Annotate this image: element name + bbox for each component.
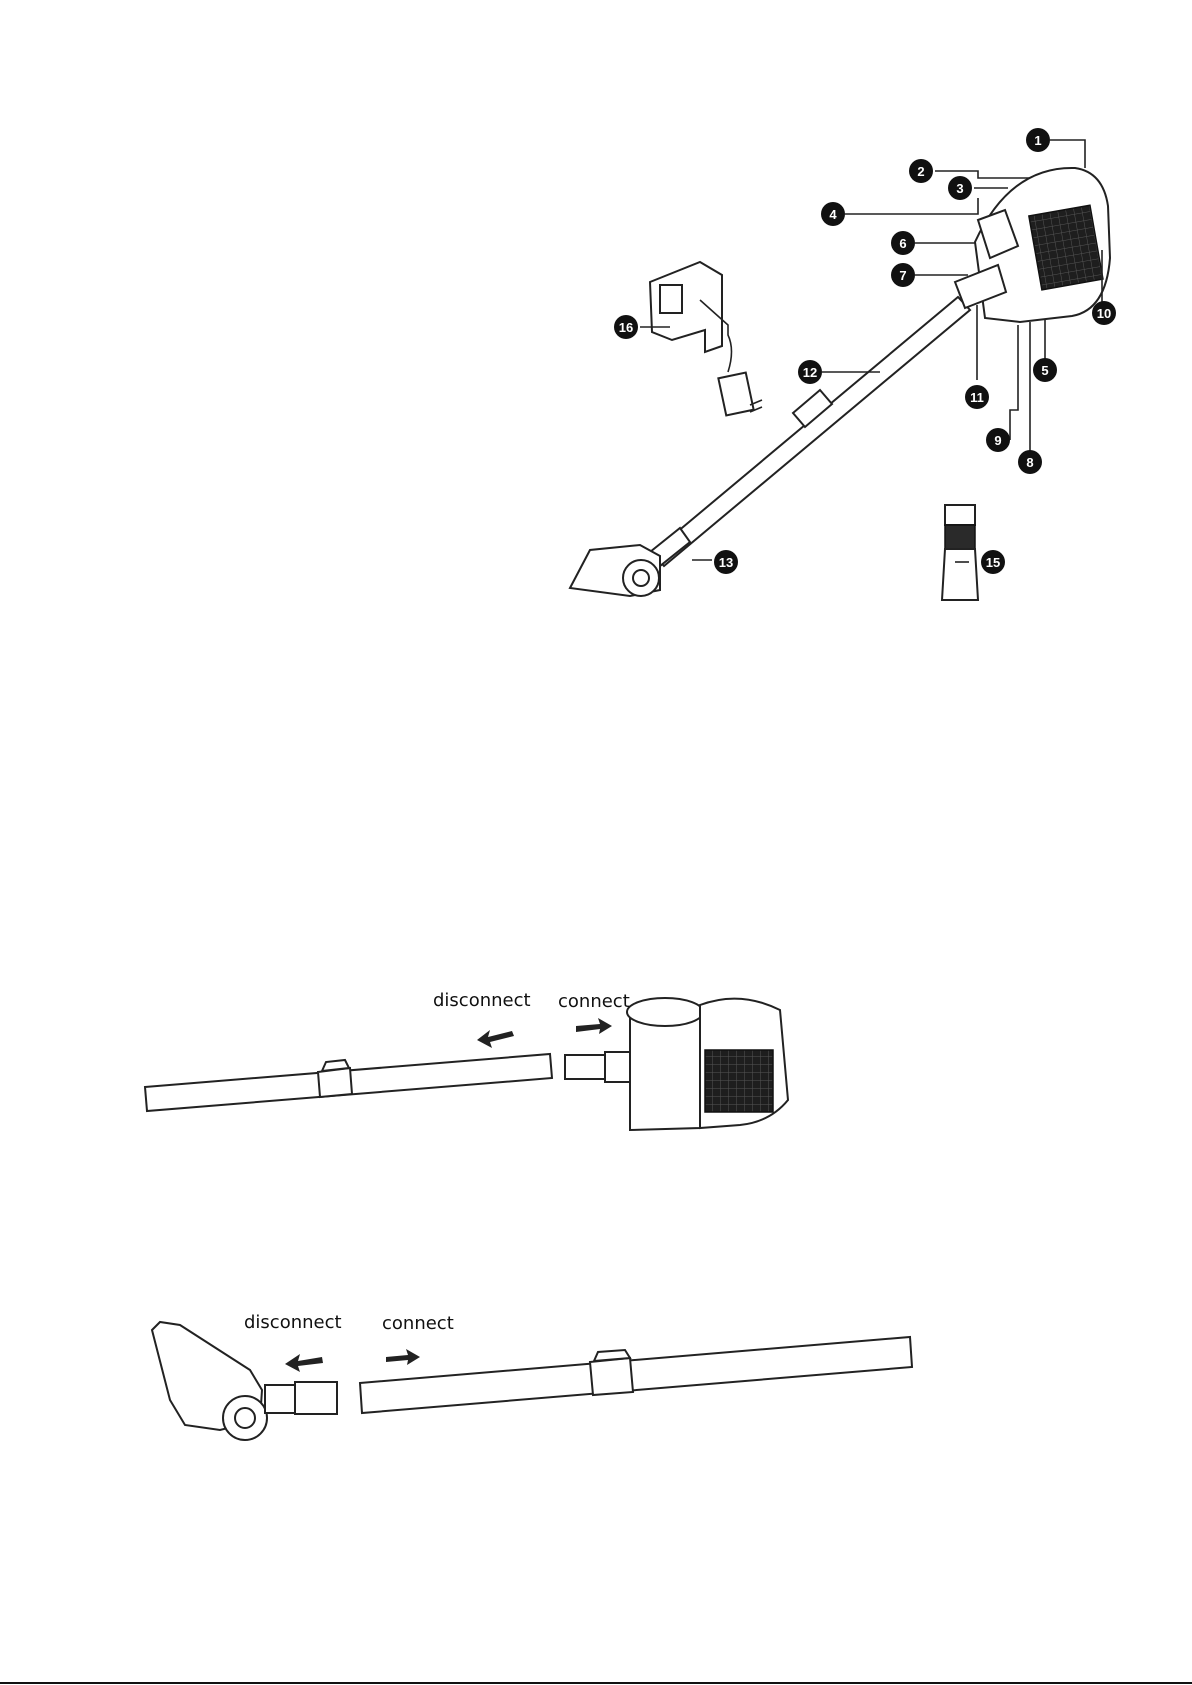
extension-tube: [650, 297, 970, 566]
callout-13: 13: [714, 550, 738, 574]
svg-text:13: 13: [719, 555, 733, 570]
extension-tube: [360, 1337, 912, 1413]
charger-dock: [650, 262, 762, 415]
svg-text:1: 1: [1034, 133, 1041, 148]
connect-label: connect: [558, 991, 630, 1012]
arrow-connect: [576, 1018, 612, 1034]
main-body: [565, 998, 788, 1130]
callout-3: 3: [948, 176, 972, 200]
callout-16: 16: [614, 315, 638, 339]
arrow-connect: [386, 1349, 420, 1365]
svg-text:12: 12: [803, 365, 817, 380]
figure-parts-overview: 1 2 3 4 5 6 7 8 9 10 11 12 13 15 16: [570, 128, 1116, 600]
svg-text:4: 4: [829, 207, 837, 222]
callout-1: 1: [1026, 128, 1050, 152]
svg-text:11: 11: [970, 390, 984, 405]
callout-5: 5: [1033, 358, 1057, 382]
callout-10: 10: [1092, 301, 1116, 325]
disconnect-label: disconnect: [244, 1312, 342, 1333]
arrow-disconnect: [285, 1354, 323, 1372]
figure-tube-to-body: disconnect connect: [145, 990, 788, 1130]
svg-text:8: 8: [1026, 455, 1033, 470]
svg-text:16: 16: [619, 320, 633, 335]
callout-7: 7: [891, 263, 915, 287]
connect-label: connect: [382, 1313, 454, 1334]
callout-6: 6: [891, 231, 915, 255]
main-body: [955, 168, 1110, 322]
callout-2: 2: [909, 159, 933, 183]
floor-brush: [570, 545, 660, 596]
arrow-disconnect: [477, 1030, 514, 1048]
callout-11: 11: [965, 385, 989, 409]
svg-text:7: 7: [899, 268, 906, 283]
callout-8: 8: [1018, 450, 1042, 474]
svg-text:9: 9: [994, 433, 1001, 448]
extension-tube: [145, 1054, 552, 1111]
svg-text:10: 10: [1097, 306, 1111, 321]
disconnect-label: disconnect: [433, 990, 531, 1011]
figure-brush-to-tube: disconnect connect: [152, 1312, 912, 1440]
callout-9: 9: [986, 428, 1010, 452]
callout-15: 15: [981, 550, 1005, 574]
callout-12: 12: [798, 360, 822, 384]
svg-text:3: 3: [956, 181, 963, 196]
svg-text:15: 15: [986, 555, 1000, 570]
callout-4: 4: [821, 202, 845, 226]
accessory-tool: [942, 505, 978, 600]
svg-text:5: 5: [1041, 363, 1048, 378]
floor-brush: [152, 1322, 337, 1440]
svg-text:6: 6: [899, 236, 906, 251]
svg-text:2: 2: [917, 164, 924, 179]
